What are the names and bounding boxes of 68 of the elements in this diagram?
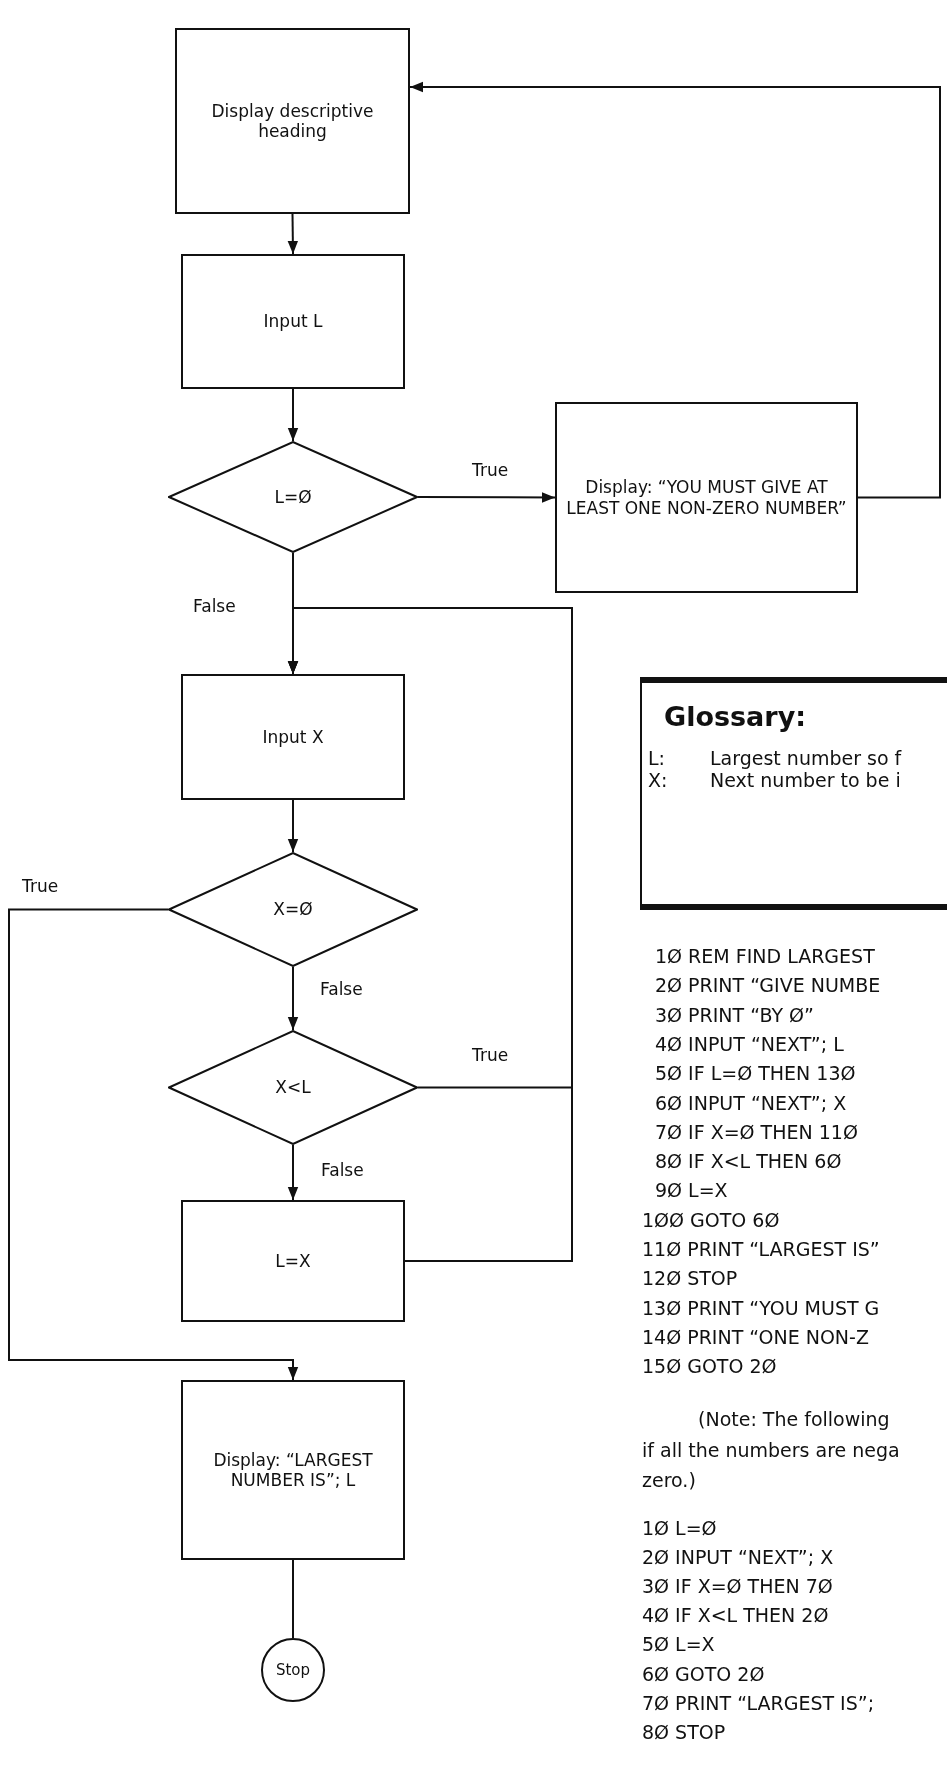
code-line: 7Ø PRINT “LARGEST IS”; bbox=[642, 1693, 875, 1713]
arrow bbox=[409, 81, 941, 499]
code-line: 6Ø GOTO 2Ø bbox=[642, 1664, 765, 1684]
code-line: 1Ø L=Ø bbox=[642, 1519, 717, 1538]
edge-label: False bbox=[321, 1162, 364, 1179]
arrow bbox=[287, 213, 299, 255]
code-line: 6Ø INPUT “NEXT”; X bbox=[655, 1093, 847, 1113]
code-line: 7Ø IF X=Ø THEN 11Ø bbox=[655, 1122, 858, 1142]
process-box bbox=[175, 28, 410, 214]
edge-label: True bbox=[22, 878, 59, 895]
code-line: 4Ø INPUT “NEXT”; L bbox=[655, 1034, 844, 1054]
code-line: 3Ø IF X=Ø THEN 7Ø bbox=[642, 1577, 833, 1597]
connector-line bbox=[292, 1559, 294, 1639]
glossary-definition: Next number to be i bbox=[710, 771, 901, 790]
node-label: Stop bbox=[274, 1661, 312, 1679]
code-line: 13Ø PRINT “YOU MUST G bbox=[642, 1298, 880, 1318]
process-box bbox=[555, 402, 858, 593]
code-line: 2Ø PRINT “GIVE NUMBE bbox=[655, 976, 881, 996]
note-text: (Note: The following bbox=[698, 1410, 890, 1429]
node-label: X=Ø bbox=[272, 899, 314, 920]
glossary-panel bbox=[640, 677, 947, 910]
edge-label: True bbox=[472, 1047, 509, 1064]
code-line: 5Ø IF L=Ø THEN 13Ø bbox=[655, 1064, 856, 1084]
code-line: 4Ø IF X<L THEN 2Ø bbox=[642, 1606, 829, 1626]
glossary-term: X: bbox=[648, 771, 668, 790]
glossary-definition: Largest number so f bbox=[710, 749, 902, 768]
glossary-heading: Glossary: bbox=[664, 703, 807, 730]
process-box bbox=[181, 254, 405, 389]
arrow bbox=[287, 1144, 299, 1201]
edge-label: False bbox=[320, 981, 363, 998]
code-line: 11Ø PRINT “LARGEST IS” bbox=[642, 1240, 880, 1259]
code-line: 15Ø GOTO 2Ø bbox=[642, 1357, 777, 1377]
decision-diamond bbox=[168, 852, 418, 967]
node-label: Display: “YOU MUST GIVE AT LEAST ONE NON-ZERO NUMBER” bbox=[565, 477, 848, 518]
node-label: Input L bbox=[262, 311, 324, 332]
code-line: 2Ø INPUT “NEXT”; X bbox=[642, 1548, 834, 1568]
note-text: zero.) bbox=[642, 1471, 696, 1490]
code-line: 1ØØ GOTO 6Ø bbox=[642, 1210, 780, 1230]
code-line: 1Ø REM FIND LARGEST bbox=[655, 947, 875, 966]
process-box bbox=[181, 1380, 405, 1560]
arrow bbox=[8, 908, 299, 1381]
code-line: 8Ø IF X<L THEN 6Ø bbox=[655, 1152, 842, 1172]
code-line: 14Ø PRINT “ONE NON-Z bbox=[642, 1327, 869, 1347]
code-line: 9Ø L=X bbox=[655, 1181, 728, 1201]
code-line: 3Ø PRINT “BY Ø” bbox=[655, 1005, 814, 1025]
node-label: Display: “LARGEST NUMBER IS”; L bbox=[212, 1449, 374, 1491]
glossary-term: L: bbox=[648, 749, 665, 768]
note-text: if all the numbers are nega bbox=[642, 1440, 900, 1460]
arrow bbox=[287, 799, 299, 853]
arrow bbox=[287, 388, 299, 442]
edge-label: False bbox=[193, 598, 236, 615]
edge-label: True bbox=[472, 462, 509, 479]
arrow bbox=[417, 492, 556, 503]
decision-diamond bbox=[168, 441, 418, 553]
node-label: L=X bbox=[274, 1250, 312, 1272]
node-label: L=Ø bbox=[273, 486, 313, 508]
arrow bbox=[287, 607, 573, 1262]
process-box bbox=[181, 1200, 405, 1322]
code-line: 8Ø STOP bbox=[642, 1722, 726, 1742]
node-label: X<L bbox=[274, 1077, 312, 1098]
node-label: Display descriptive heading bbox=[210, 100, 375, 142]
code-line: 5Ø L=X bbox=[642, 1635, 715, 1655]
terminator-circle bbox=[261, 1638, 325, 1702]
process-box bbox=[181, 674, 405, 800]
node-label: Input X bbox=[261, 726, 325, 748]
arrow bbox=[287, 966, 299, 1031]
code-line: 12Ø STOP bbox=[642, 1269, 738, 1289]
decision-diamond bbox=[168, 1030, 418, 1145]
